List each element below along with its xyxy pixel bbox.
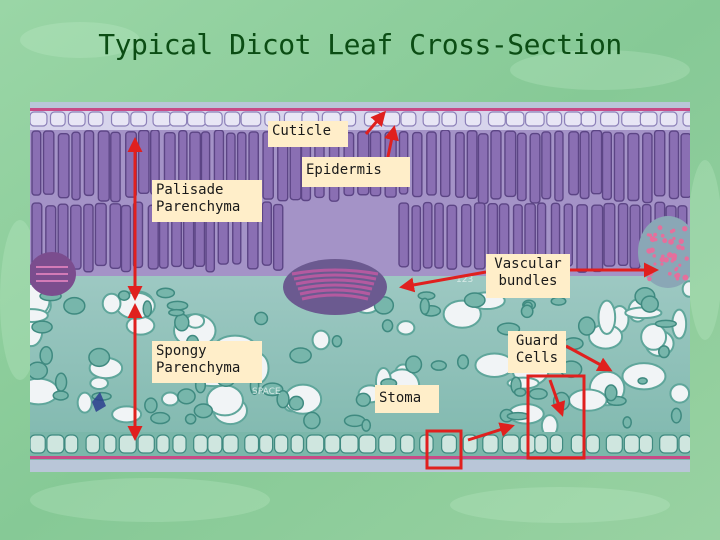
label-stoma: Stoma <box>375 385 439 413</box>
slide-title: Typical Dicot Leaf Cross-Section <box>98 28 622 61</box>
label-epidermis: Epidermis <box>302 157 410 187</box>
label-guard-cells: Guard Cells <box>508 331 566 373</box>
svg-text:SPACE: SPACE <box>252 387 281 397</box>
label-spongy-parenchyma: Spongy Parenchyma <box>152 341 262 383</box>
lower-epidermis-cells <box>30 434 690 454</box>
lower-cuticle-layer <box>30 456 690 459</box>
vascular-bundle-left <box>30 252 76 296</box>
label-vascular-bundles: Vascular bundles <box>486 254 570 298</box>
vascular-bundle-center <box>283 259 387 315</box>
svg-text:123: 123 <box>456 275 473 285</box>
label-cuticle: Cuticle <box>268 121 348 147</box>
cuticle-layer <box>30 108 690 111</box>
label-palisade-parenchyma: Palisade Parenchyma <box>152 180 262 222</box>
